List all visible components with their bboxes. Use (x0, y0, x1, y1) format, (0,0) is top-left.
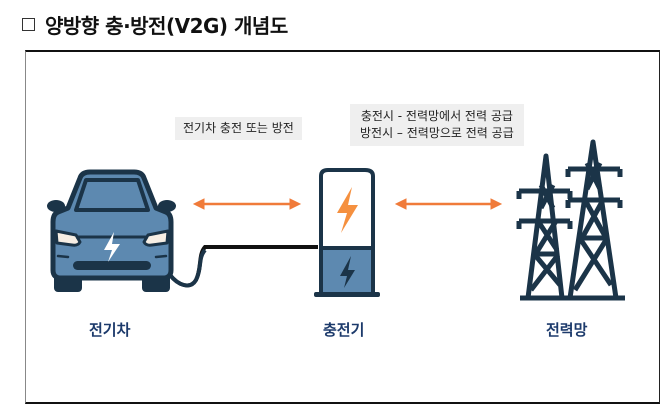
grid-caption: 충전시 - 전력망에서 전력 공급 방전시 – 전력망으로 전력 공급 (350, 104, 524, 146)
checkbox-square-icon (22, 18, 35, 31)
ev-label: 전기차 (89, 321, 131, 339)
double-arrow-charger-grid (394, 198, 503, 210)
charger-label: 충전기 (323, 321, 365, 339)
grid-label: 전력망 (546, 321, 588, 339)
charger-station-icon (314, 168, 380, 297)
grid-caption-line-charge: 충전시 - 전력망에서 전력 공급 (360, 109, 513, 123)
ev-charger-caption: 전기차 충전 또는 방전 (175, 117, 302, 140)
ev-charger-caption-text: 전기차 충전 또는 방전 (183, 121, 294, 135)
electric-car-icon (47, 169, 176, 292)
charger-dark-lightning-icon (340, 256, 355, 288)
charging-cable (168, 245, 318, 288)
grid-caption-line-discharge: 방전시 – 전력망으로 전력 공급 (360, 126, 514, 140)
double-arrow-ev-charger (192, 198, 302, 210)
charger-orange-lightning-icon (337, 187, 358, 233)
diagram-frame (25, 50, 660, 404)
power-tower-icon (516, 139, 625, 301)
figure-title: 양방향 충·방전(V2G) 개념도 (22, 10, 288, 39)
car-lightning-icon (104, 232, 120, 262)
title-text: 양방향 충·방전(V2G) 개념도 (45, 14, 288, 38)
